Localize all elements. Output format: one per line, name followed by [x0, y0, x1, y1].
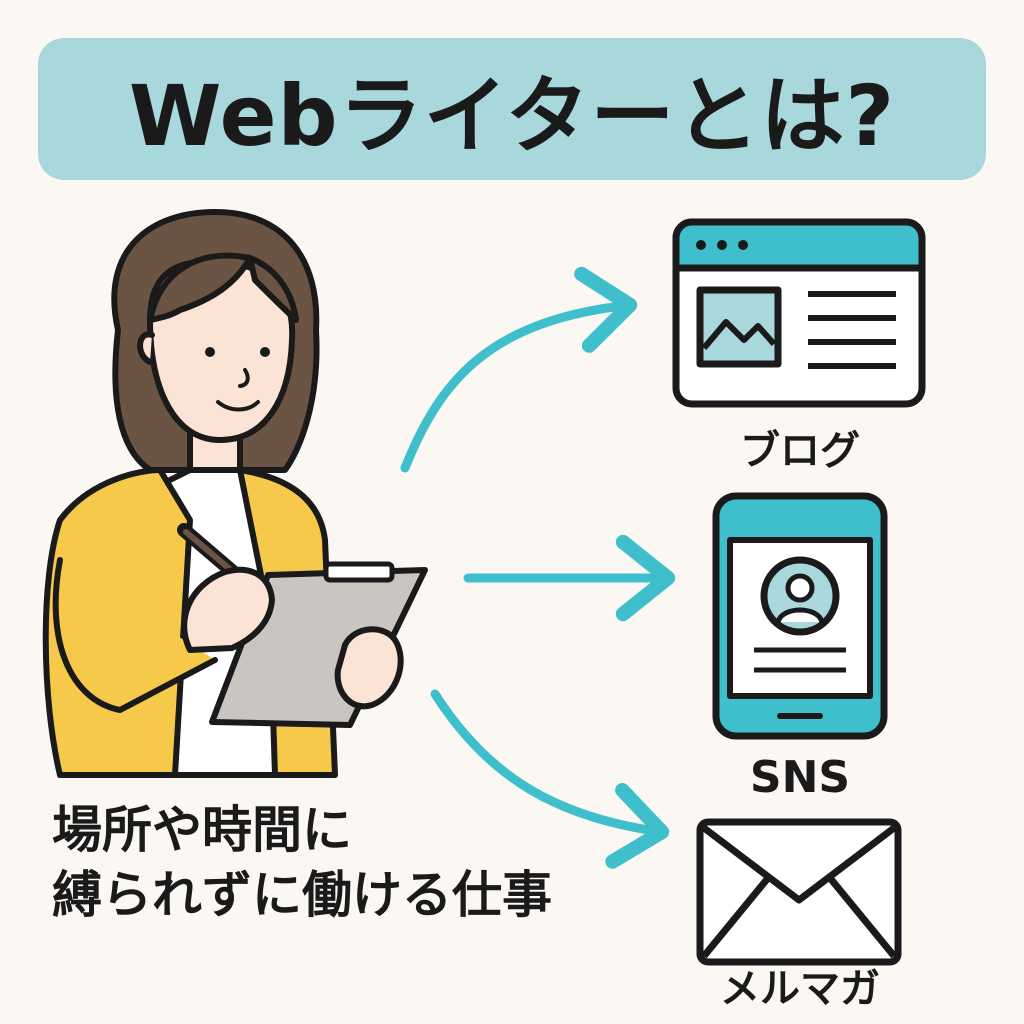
mailmag-label: メルマガ — [720, 966, 880, 1012]
title-banner: Webライターとは? — [38, 38, 986, 180]
caption-line-2: 縛られずに働ける仕事 — [52, 866, 552, 924]
blog-label: ブログ — [740, 428, 860, 474]
envelope-icon — [696, 818, 902, 966]
writer-person-icon — [42, 209, 428, 778]
arrow-to-mailmag — [430, 689, 670, 869]
page-title: Webライターとは? — [128, 66, 896, 165]
caption: 場所や時間に 縛られずに働ける仕事 — [52, 798, 672, 928]
caption-line-1: 場所や時間に — [52, 801, 352, 859]
sns-label: SNS — [749, 752, 851, 803]
arrow-to-blog — [400, 266, 638, 473]
browser-window-icon — [672, 218, 926, 408]
smartphone-profile-icon — [712, 492, 888, 740]
